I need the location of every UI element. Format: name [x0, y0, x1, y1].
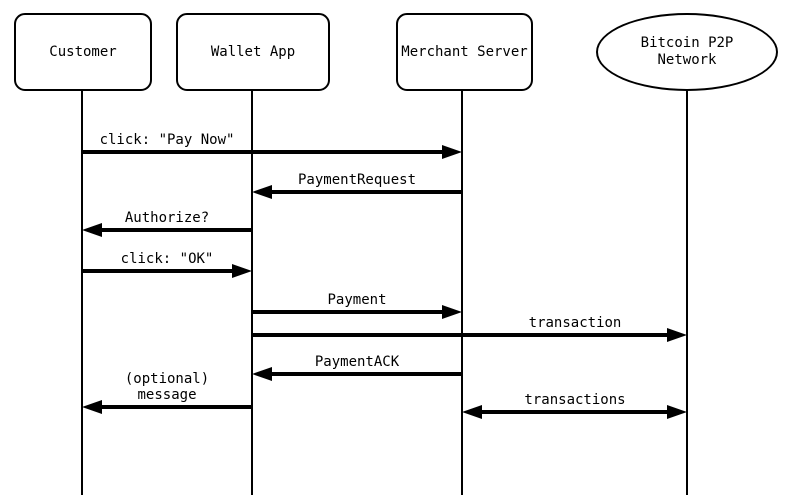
message-click-pay-now-line [82, 150, 446, 154]
message-payment-request-line [268, 190, 462, 194]
message-authorize-label: Authorize? [124, 209, 210, 226]
actor-bitcoin-p2p-network: Bitcoin P2P Network [596, 13, 778, 91]
actor-wallet-app-label: Wallet App [210, 44, 296, 60]
message-transaction-line [252, 333, 671, 337]
message-transaction-label: transaction [528, 314, 622, 331]
arrowhead-left-icon [82, 223, 102, 237]
message-click-ok-label: click: "OK" [120, 250, 214, 267]
message-payment-label: Payment [327, 291, 387, 308]
arrowhead-left-icon [82, 400, 102, 414]
arrowhead-left-icon [252, 185, 272, 199]
message-payment-ack-line [268, 372, 462, 376]
actor-customer: Customer [14, 13, 152, 91]
message-authorize-line [98, 228, 252, 232]
message-payment-request-label: PaymentRequest [297, 171, 417, 188]
message-optional-message-label: (optional) message [124, 370, 210, 403]
actor-wallet-app: Wallet App [176, 13, 330, 91]
message-optional-message-line [98, 405, 252, 409]
lifeline-bitcoin-p2p-network [686, 91, 688, 495]
actor-merchant-server: Merchant Server [396, 13, 533, 91]
actor-merchant-server-label: Merchant Server [401, 44, 528, 60]
arrowhead-right-icon [442, 145, 462, 159]
lifeline-merchant-server [461, 91, 463, 495]
message-payment-line [252, 310, 446, 314]
message-payment-ack-label: PaymentACK [314, 353, 400, 370]
lifeline-wallet-app [251, 91, 253, 495]
message-transactions-label: transactions [524, 391, 626, 408]
message-transactions-line [478, 410, 671, 414]
message-click-pay-now-label: click: "Pay Now" [99, 131, 235, 148]
arrowhead-right-icon [667, 328, 687, 342]
arrowhead-right-icon [232, 264, 252, 278]
arrowhead-right-icon [667, 405, 687, 419]
actor-customer-label: Customer [49, 44, 117, 60]
arrowhead-left-icon [252, 367, 272, 381]
lifeline-customer [81, 91, 83, 495]
message-click-ok-line [82, 269, 236, 273]
actor-bitcoin-p2p-network-label: Bitcoin P2P Network [640, 34, 734, 69]
arrowhead-left-icon [462, 405, 482, 419]
arrowhead-right-icon [442, 305, 462, 319]
